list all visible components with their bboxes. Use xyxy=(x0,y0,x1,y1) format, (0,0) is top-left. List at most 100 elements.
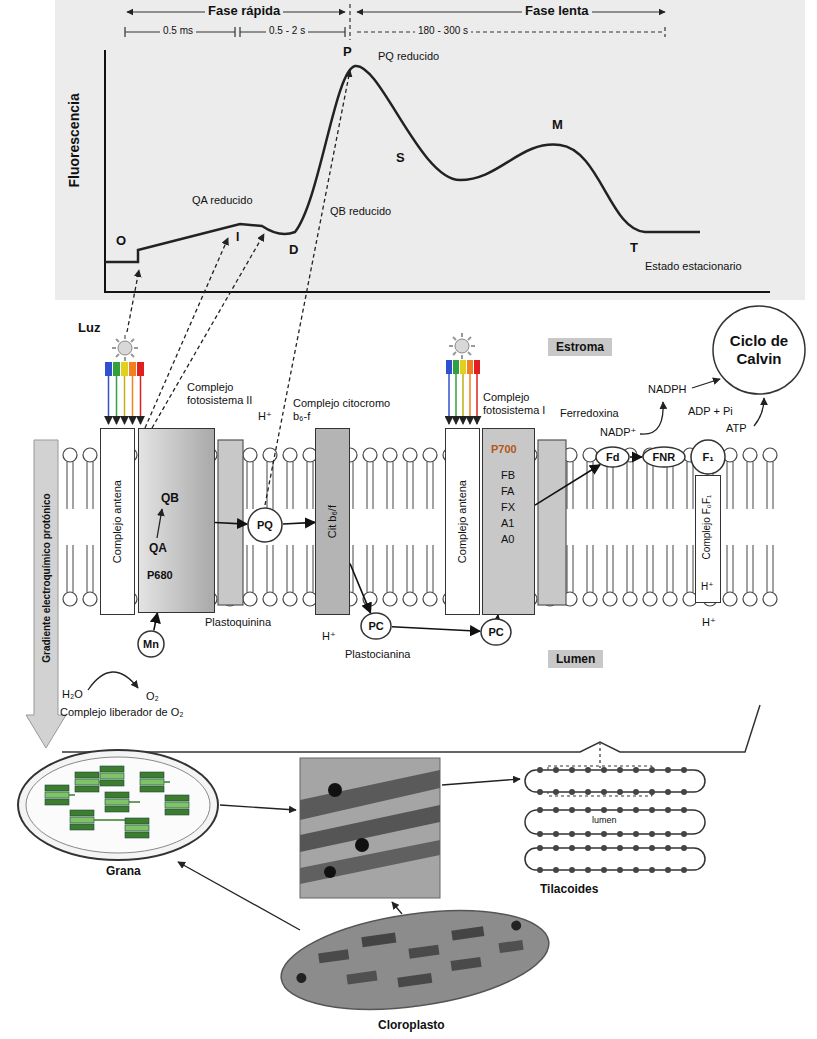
leader-dashes xyxy=(127,270,139,332)
chloroplast-micrograph xyxy=(450,957,481,971)
light-spectrum xyxy=(446,360,452,374)
time-label: 0.5 ms xyxy=(160,25,196,37)
plastoquinone-outline xyxy=(248,508,282,542)
chart-panel xyxy=(105,66,700,262)
light-spectrum xyxy=(105,360,480,424)
phase-brackets xyxy=(357,27,665,37)
electron-flow-arrow xyxy=(154,613,158,630)
chloroplast-drawing xyxy=(100,766,124,786)
micrograph xyxy=(300,758,440,898)
node-text: FA xyxy=(501,485,514,498)
light-spectrum xyxy=(124,376,126,424)
zoom-arrows xyxy=(220,805,296,810)
gradient-arrow xyxy=(26,440,66,748)
region-label: Lumen xyxy=(548,650,603,668)
curve-point: M xyxy=(552,117,563,133)
node-text: Complejo fotosistema I xyxy=(483,391,563,417)
reaction-arrows xyxy=(692,379,720,388)
thylakoid-stacks xyxy=(525,770,705,792)
reaction-arrows xyxy=(88,672,138,690)
f1-subunit-outline xyxy=(691,440,725,474)
node-text: PQ xyxy=(257,519,273,532)
node-text: FB xyxy=(501,469,515,482)
light-spectrum xyxy=(116,376,118,424)
micrograph xyxy=(328,783,342,797)
chloroplast-drawing xyxy=(105,792,129,812)
light-spectrum xyxy=(113,362,120,376)
chloroplast-drawing xyxy=(69,782,170,820)
node-text: P700 xyxy=(491,443,517,456)
light-label: Luz xyxy=(78,320,100,336)
axis-title: Fluorescencia xyxy=(66,93,83,187)
chloroplast-drawing xyxy=(18,750,218,860)
cytochrome-b6f: Complejo citocromo b₆-fCit b₆/f xyxy=(315,428,350,615)
part-label: lumen xyxy=(592,815,617,826)
electron-flow-arrow xyxy=(283,522,315,524)
curve-note: Estado estacionario xyxy=(645,260,742,273)
phase-label: Fase rápida xyxy=(205,3,283,19)
electron-flow-arrow xyxy=(350,564,371,613)
plastocyanin: PC xyxy=(480,618,512,646)
membrane xyxy=(138,428,215,613)
node-text: QA xyxy=(149,541,167,555)
sun-icon xyxy=(112,335,138,361)
phase-brackets xyxy=(357,11,665,12)
node-text: Ciclo de Calvin xyxy=(721,332,797,368)
node-text: Complejo antena xyxy=(455,480,468,563)
chloroplast-drawing xyxy=(140,772,164,792)
sun-icon xyxy=(455,339,469,353)
molecule-label: NADPH xyxy=(648,383,687,396)
light-spectrum xyxy=(105,362,112,376)
phase-brackets xyxy=(125,27,345,37)
light-spectrum xyxy=(476,374,478,424)
molecule-label: ADP + Pi xyxy=(688,405,733,418)
node-text: Mn xyxy=(143,638,159,651)
electron-flow-arrow xyxy=(535,465,600,505)
light-spectrum xyxy=(469,374,471,424)
node-text: A0 xyxy=(501,533,514,546)
curve-note: QA reducido xyxy=(192,194,253,207)
light-spectrum xyxy=(467,360,473,374)
light-spectrum xyxy=(455,374,457,424)
region-label: Estroma xyxy=(548,338,612,356)
chloroplast-drawing xyxy=(18,750,218,860)
curve-point: O xyxy=(116,233,126,249)
chloroplast-micrograph xyxy=(511,920,522,931)
molecule-label: Plastocianina xyxy=(345,648,410,661)
micrograph xyxy=(324,866,336,878)
calvin-cycle-outline xyxy=(713,306,805,394)
chloroplast-micrograph xyxy=(275,896,555,1025)
f1-subunit: F₁ xyxy=(690,439,726,475)
chloroplast-drawing xyxy=(26,757,210,853)
plastocyanin: PC xyxy=(360,612,392,640)
phase-label: Fase lenta xyxy=(522,3,592,19)
chloroplast-drawing xyxy=(70,810,94,830)
reaction-arrows xyxy=(157,509,162,538)
photosystem-i: Complejo fotosistema IP700FBFAFXA1A0 xyxy=(482,428,535,615)
reaction-arrows xyxy=(754,398,764,426)
sun-icon xyxy=(112,335,138,361)
curve-point: S xyxy=(396,150,405,166)
chloroplast-drawing xyxy=(125,818,149,838)
ferredoxin: Fd xyxy=(595,446,630,468)
curve-point: T xyxy=(630,240,638,256)
membrane-bracket xyxy=(599,742,600,768)
light-spectrum xyxy=(108,376,110,424)
chart-panel xyxy=(55,0,805,300)
reaction-arrows xyxy=(640,402,663,434)
curve-point: P xyxy=(343,44,352,60)
chloroplast-drawing xyxy=(45,785,69,805)
molecule-label: Plastoquinina xyxy=(205,616,271,629)
light-spectrum xyxy=(129,362,136,376)
light-spectrum xyxy=(140,376,142,424)
molecule-label: NADP⁺ xyxy=(600,426,636,439)
sun-icon xyxy=(449,333,475,359)
node-text: Cit b₆/f xyxy=(325,505,338,538)
ion-label: H⁺ xyxy=(322,630,336,643)
curve-note: PQ reducido xyxy=(378,50,439,63)
node-text: F₁ xyxy=(703,451,714,464)
node-text: H⁺ xyxy=(701,581,714,593)
chloroplast-micrograph xyxy=(451,926,484,940)
ferredoxin-outline xyxy=(596,447,629,467)
